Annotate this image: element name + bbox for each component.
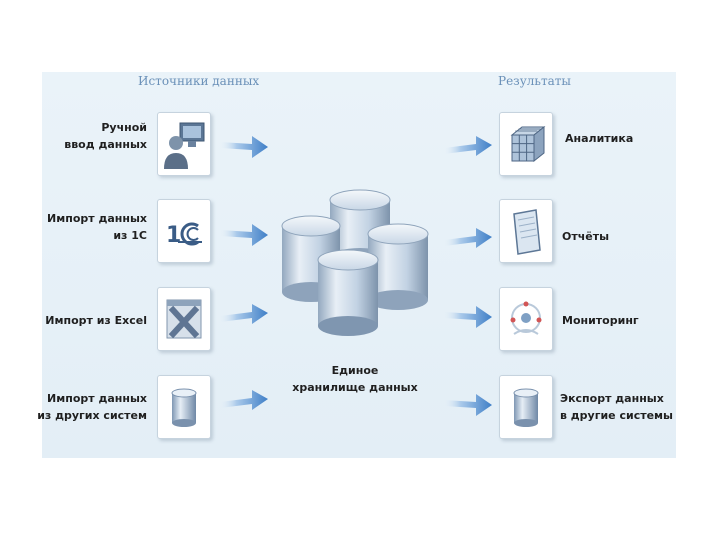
arrow-1c-to-storage xyxy=(220,224,268,246)
arrow-storage-to-export xyxy=(444,394,492,416)
database-cluster-icon xyxy=(281,189,429,336)
results-header: Результаты xyxy=(498,74,571,88)
report-document-icon xyxy=(513,209,541,255)
database-icon xyxy=(513,388,539,427)
result-label-analytics: Аналитика xyxy=(565,132,634,145)
source-tile-1c: 1 xyxy=(157,199,211,263)
olap-cube-icon xyxy=(510,125,546,163)
excel-icon xyxy=(166,299,202,339)
result-tile-reports xyxy=(499,199,553,263)
result-tile-monitoring xyxy=(499,287,553,351)
source-tile-other-systems xyxy=(157,375,211,439)
database-icon xyxy=(171,388,197,427)
source-tile-excel xyxy=(157,287,211,351)
arrow-manual-to-storage xyxy=(220,136,268,158)
user-computer-icon xyxy=(164,122,205,169)
result-label-reports: Отчёты xyxy=(562,230,610,243)
arrow-other-to-storage xyxy=(220,390,268,410)
1c-logo-icon: 1 xyxy=(166,222,202,248)
arrow-storage-to-reports xyxy=(444,228,492,248)
result-tile-export xyxy=(499,375,553,439)
arrow-storage-to-analytics xyxy=(444,136,492,156)
arrow-storage-to-monitoring xyxy=(444,306,492,328)
cylinder-front xyxy=(317,249,379,336)
result-label-monitoring: Мониторинг xyxy=(562,314,639,327)
result-tile-analytics xyxy=(499,112,553,176)
svg-text:1: 1 xyxy=(166,223,181,248)
sources-header: Источники данных xyxy=(138,74,260,88)
monitoring-icon xyxy=(510,301,542,335)
arrow-excel-to-storage xyxy=(220,304,268,324)
source-label-excel: Импорт из Excel xyxy=(45,314,147,327)
source-tile-manual xyxy=(157,112,211,176)
